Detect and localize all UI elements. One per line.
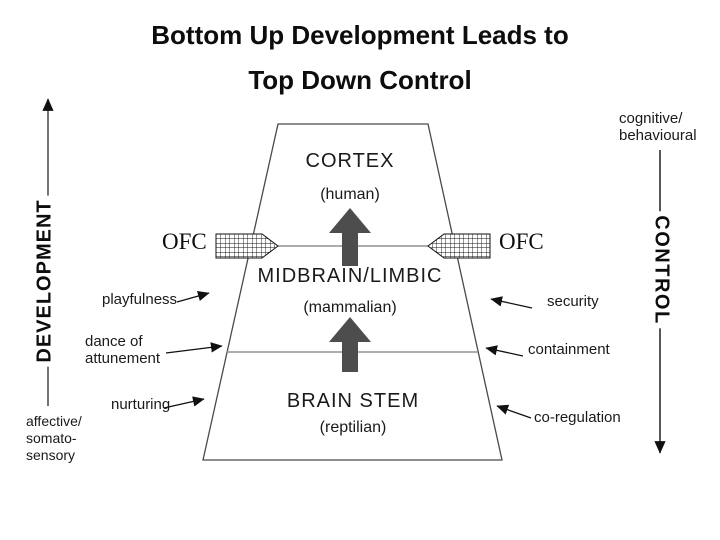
co-regulation-label: co-regulation <box>534 409 621 426</box>
security-label: security <box>547 293 599 310</box>
midbrain-subtitle: (mammalian) <box>303 299 397 316</box>
cognitive-behavioural-caption: cognitive/ behavioural <box>619 110 697 144</box>
nurturing-arrow <box>163 396 205 409</box>
co-regulation-arrow <box>496 404 532 419</box>
affective-somato-sensory-caption: affective/ somato- sensory <box>26 413 82 463</box>
dance-of-attunement-label: dance of attunement <box>85 333 161 367</box>
ofc-hatched-arrow-left-icon <box>215 233 279 259</box>
containment-arrow <box>485 345 524 357</box>
ofc-hatched-arrow-right-icon <box>427 233 491 259</box>
pyramid-outline <box>202 123 503 461</box>
cortex-subtitle: (human) <box>320 186 380 203</box>
up-block-arrow-icon <box>329 208 371 266</box>
up-block-arrow-icon <box>329 317 371 372</box>
slide-title-line1: Bottom Up Development Leads to <box>151 20 569 50</box>
brain-stem-subtitle: (reptilian) <box>319 419 387 436</box>
cortex-label: CORTEX <box>305 150 395 172</box>
development-axis-label: DEVELOPMENT <box>32 195 58 367</box>
ofc-right-label: OFC <box>499 229 544 254</box>
attunement-arrow <box>165 342 223 354</box>
brain-stem-label: BRAIN STEM <box>286 390 420 412</box>
security-arrow <box>490 296 533 309</box>
containment-label: containment <box>528 341 610 358</box>
ofc-left-label: OFC <box>162 229 207 254</box>
slide-title-line2: Top Down Control <box>248 65 472 95</box>
control-axis-label: CONTROL <box>648 211 674 329</box>
midbrain-limbic-label: MIDBRAIN/LIMBIC <box>257 265 443 287</box>
playfulness-label: playfulness <box>102 291 178 308</box>
nurturing-label: nurturing <box>111 396 171 413</box>
playfulness-arrow <box>176 290 210 303</box>
